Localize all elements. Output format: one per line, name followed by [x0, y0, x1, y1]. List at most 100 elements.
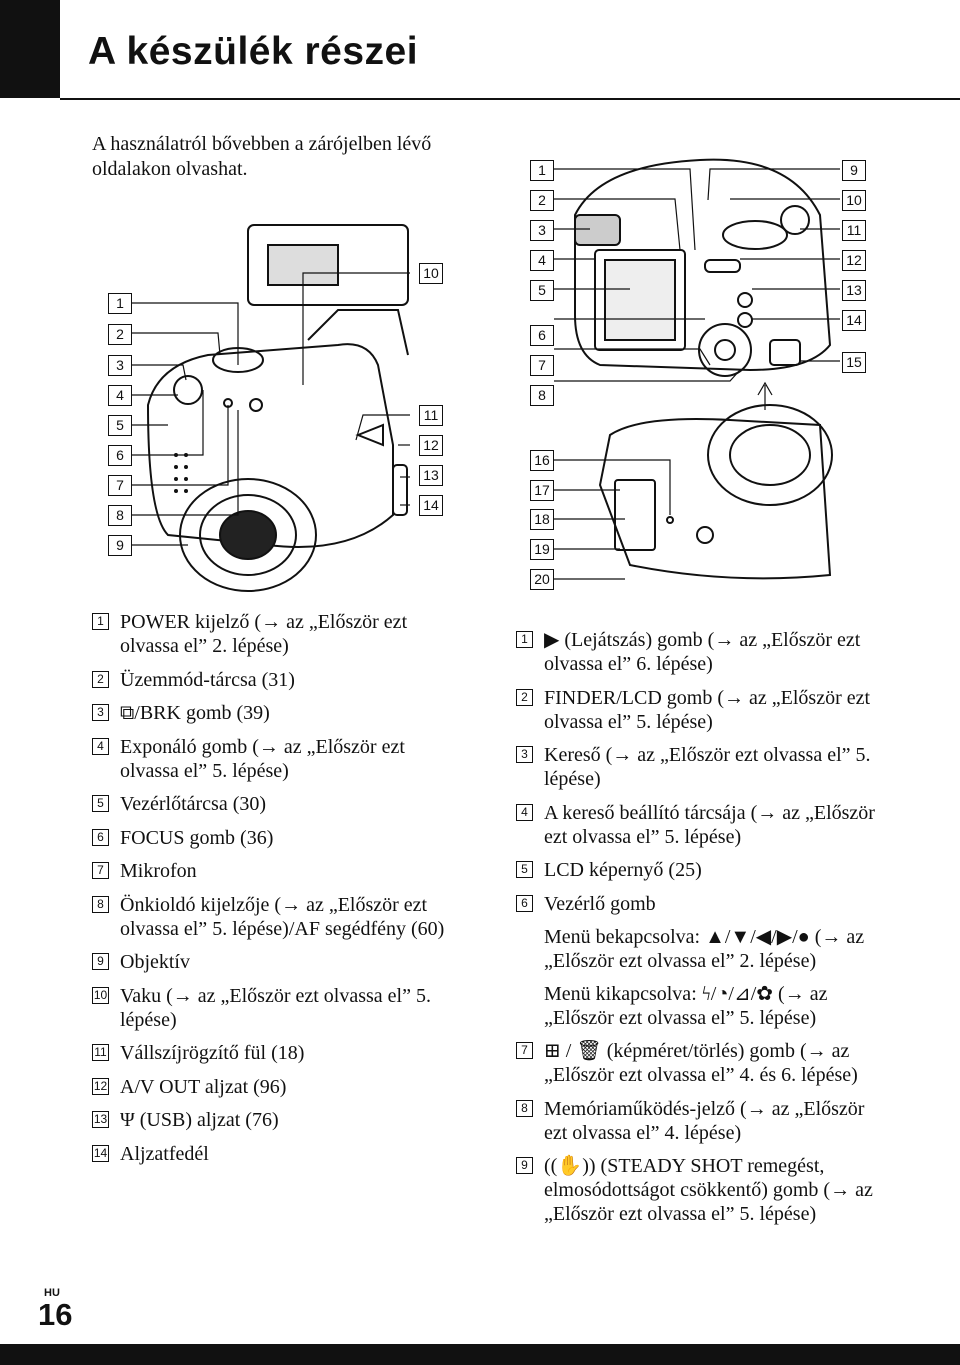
item-text: Ψ (USB) aljzat (76) — [120, 1109, 279, 1131]
item-text: Exponáló gomb (→ az „Először ezt olvassa… — [120, 735, 405, 782]
list-item: 1 ▶ (Lejátszás) gomb (→ az „Először ezt o… — [516, 628, 876, 676]
list-item: 4 Exponáló gomb (→ az „Először ezt olvass… — [92, 735, 462, 783]
item-text: Memóriaműködés-jelző (→ az „Először ezt … — [544, 1097, 865, 1144]
item-text: ⊞ / 🗑 (képméret/törlés) gomb (→ az „Elős… — [544, 1040, 858, 1086]
item-number: 9 — [516, 1157, 533, 1174]
item-text: ▶ (Lejátszás) gomb (→ az „Először ezt ol… — [544, 629, 861, 675]
back-callout-12: 12 — [842, 250, 866, 271]
back-callout-10: 10 — [842, 190, 866, 211]
back-callout-3: 3 — [530, 220, 554, 241]
back-callout-8: 8 — [530, 385, 554, 406]
list-item: 5 Vezérlőtárcsa (30) — [92, 792, 462, 816]
item-text: Önkioldó kijelzője (→ az „Először ezt ol… — [120, 893, 445, 940]
item-text: Vaku (→ az „Először ezt olvassa el” 5. l… — [120, 984, 431, 1031]
item-number: 2 — [516, 688, 533, 706]
item-number: 8 — [516, 1099, 533, 1117]
list-item: 2 FINDER/LCD gomb (→ az „Először ezt olva… — [516, 686, 876, 734]
front-callout-5: 5 — [108, 415, 132, 436]
list-item: 10 Vaku (→ az „Először ezt olvassa el” 5.… — [92, 984, 462, 1032]
list-item: 8 Memóriaműködés-jelző (→ az „Először ezt… — [516, 1097, 876, 1145]
language-tag: HU — [44, 1287, 60, 1299]
item-number: 3 — [516, 746, 533, 763]
item-number: 4 — [516, 803, 533, 821]
back-callout-19: 19 — [530, 539, 554, 560]
camera-back-figure — [530, 155, 870, 595]
back-callout-15: 15 — [842, 352, 866, 373]
item-text: A kereső beállító tárcsája (→ az „Előszö… — [544, 801, 875, 848]
list-item: 9((✋)) (STEADY SHOT remegést, elmosódott… — [516, 1154, 876, 1226]
item-number: 5 — [92, 795, 109, 812]
item-text: LCD képernyő (25) — [544, 859, 702, 881]
back-parts-list: 1 ▶ (Lejátszás) gomb (→ az „Először ezt o… — [516, 628, 876, 1236]
title-rule — [60, 98, 960, 100]
front-callout-12: 12 — [419, 435, 443, 456]
item-number: 3 — [92, 704, 109, 721]
item-number: 1 — [516, 631, 533, 648]
front-callout-2: 2 — [108, 324, 132, 345]
list-item: 9 Objektív — [92, 950, 462, 974]
camera-front-illustration — [132, 224, 410, 592]
item-number: 7 — [516, 1042, 533, 1059]
item-text: Aljzatfedél — [120, 1142, 209, 1165]
front-callout-10: 10 — [419, 263, 443, 284]
back-callout-7: 7 — [530, 355, 554, 376]
intro-text: A használatról bővebben a zárójelben lév… — [92, 133, 432, 180]
item-text: ⧉/BRK gomb (39) — [120, 702, 270, 724]
front-callout-9: 9 — [108, 535, 132, 556]
item-text: A/V OUT aljzat (96) — [120, 1075, 287, 1098]
list-item: 7 ⊞ / 🗑 (képméret/törlés) gomb (→ az „Elő… — [516, 1039, 876, 1087]
page-number: 16 — [38, 1297, 73, 1332]
item-text: Vállszíjrögzítő fül (18) — [120, 1042, 305, 1064]
front-callout-11: 11 — [419, 405, 443, 426]
item-number: 7 — [92, 862, 109, 879]
back-callout-14: 14 — [842, 310, 866, 331]
bottom-bar — [0, 1344, 960, 1365]
back-callout-18: 18 — [530, 509, 554, 530]
item-number: 9 — [92, 953, 109, 970]
item-text: Vezérlőtárcsa (30) — [120, 793, 267, 815]
list-item: 7 Mikrofon — [92, 859, 462, 883]
list-subitem: Menü bekapcsolva: ▲/▼/◀/▶/● (→ az „Elősz… — [516, 925, 876, 973]
camera-back-illustration — [554, 158, 840, 580]
list-item: 4 A kereső beállító tárcsája (→ az „Elősz… — [516, 801, 876, 849]
item-number: 12 — [92, 1077, 109, 1095]
front-callout-7: 7 — [108, 475, 132, 496]
item-text: Kereső (→ az „Először ezt olvassa el” 5.… — [544, 744, 871, 790]
camera-front-figure — [108, 215, 458, 600]
item-text: Objektív — [120, 951, 190, 973]
front-callout-8: 8 — [108, 505, 132, 526]
front-callout-6: 6 — [108, 445, 132, 466]
back-callout-20: 20 — [530, 569, 554, 590]
front-callout-14: 14 — [419, 495, 443, 516]
list-item: 12 A/V OUT aljzat (96) — [92, 1075, 462, 1099]
item-text: Üzemmód-tárcsa (31) — [120, 668, 295, 691]
item-number: 11 — [92, 1044, 109, 1061]
back-callout-16: 16 — [530, 450, 554, 471]
item-number: 14 — [92, 1144, 109, 1162]
item-text: Vezérlő gomb — [544, 892, 656, 915]
back-callout-6: 6 — [530, 325, 554, 346]
front-callout-3: 3 — [108, 355, 132, 376]
back-callout-11: 11 — [842, 220, 866, 241]
item-text: FOCUS gomb (36) — [120, 826, 274, 849]
item-text: Menü bekapcsolva: ▲/▼/◀/▶/● (→ az „Elősz… — [544, 926, 865, 972]
back-callout-9: 9 — [842, 160, 866, 181]
item-number: 4 — [92, 737, 109, 755]
back-callout-1: 1 — [530, 160, 554, 181]
list-subitem: Menü kikapcsolva: ϟ/◔/⊿/✿ (→ az „Először… — [516, 982, 876, 1030]
back-callout-4: 4 — [530, 250, 554, 271]
front-callout-1: 1 — [108, 293, 132, 314]
item-text: Mikrofon — [120, 860, 197, 882]
list-item: 14 Aljzatfedél — [92, 1142, 462, 1166]
back-callout-2: 2 — [530, 190, 554, 211]
item-number: 13 — [92, 1111, 109, 1128]
item-text: FINDER/LCD gomb (→ az „Először ezt olvas… — [544, 686, 871, 733]
item-number: 10 — [92, 986, 109, 1004]
